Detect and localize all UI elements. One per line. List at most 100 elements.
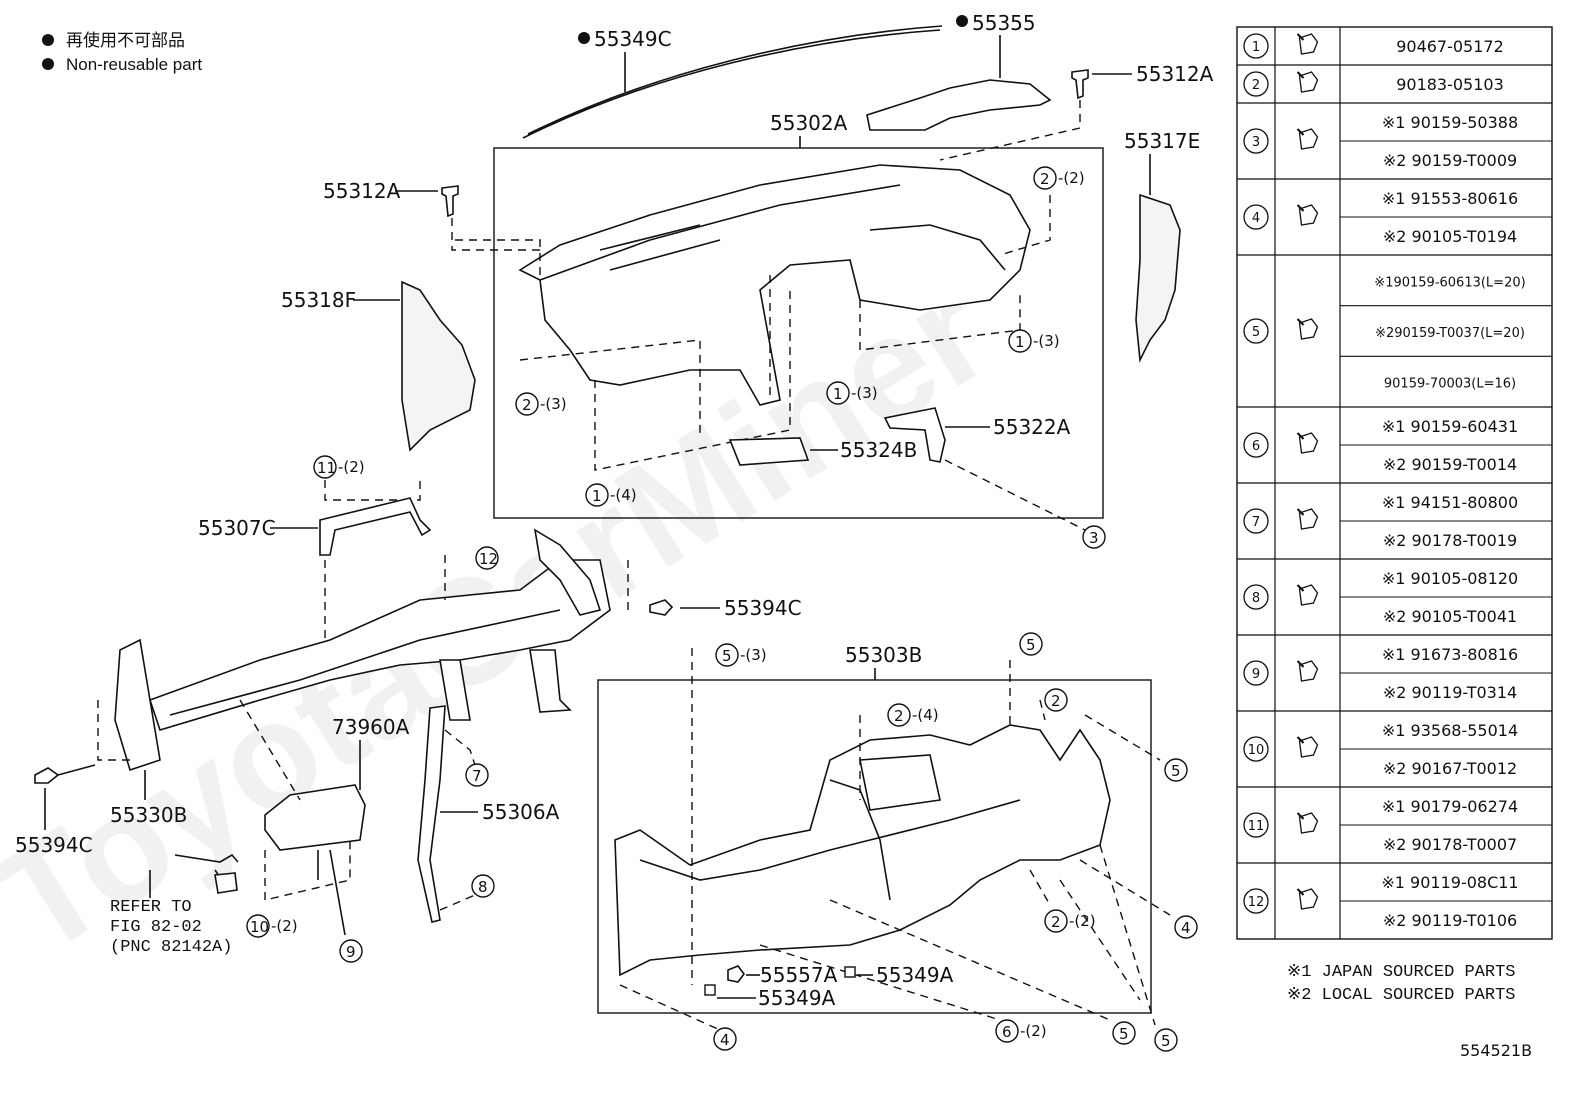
module-shape xyxy=(264,784,366,851)
table-row: 4※1 91553-80616※2 90105-T0194 xyxy=(1237,178,1552,246)
callout-num: 1 xyxy=(592,487,602,505)
leader-line xyxy=(317,849,346,936)
table-row: 8※1 90105-08120※2 90105-T0041 xyxy=(1237,558,1552,626)
frame-contour xyxy=(169,609,561,716)
dashed-guide xyxy=(944,459,1086,531)
panel-contour xyxy=(539,184,901,281)
row-number: 7 xyxy=(1252,515,1260,530)
callout-qty: -(3) xyxy=(740,646,767,664)
callout-num: 9 xyxy=(346,943,356,961)
fastener-icon xyxy=(1296,128,1319,150)
bolt-shape xyxy=(649,599,674,616)
callout-circle xyxy=(313,455,337,479)
row-number-circle xyxy=(1243,432,1269,458)
callout-num: 1 xyxy=(1015,333,1025,351)
fastener-icon xyxy=(1296,33,1319,55)
row-number-circle xyxy=(1243,508,1269,534)
part-code: ※1 90179-06274 xyxy=(1382,797,1518,816)
callout-qty: -(2) xyxy=(1069,912,1096,930)
row-number-circle xyxy=(1243,33,1269,59)
clip-shape xyxy=(441,185,459,218)
dashed-guide xyxy=(439,729,476,911)
connector-shape xyxy=(214,872,238,894)
part-55312A-left: 55312A xyxy=(323,179,401,203)
part-55306A: 55306A xyxy=(482,800,560,824)
callout-circle xyxy=(1033,166,1057,190)
row-number: 2 xyxy=(1252,78,1260,93)
row-number: 6 xyxy=(1252,439,1260,454)
row-number: 8 xyxy=(1252,591,1260,606)
bullet-icon xyxy=(42,58,54,70)
bullet-icon xyxy=(42,34,54,46)
legend-jp: 再使用不可部品 xyxy=(66,30,185,50)
part-code: ※290159-T0037(L=20) xyxy=(1375,326,1525,341)
callout-circle xyxy=(465,763,489,787)
instrument-panel-shape xyxy=(518,164,1031,406)
callout-circle xyxy=(1008,329,1032,353)
part-code: ※2 90167-T0012 xyxy=(1383,759,1517,778)
callout-circle xyxy=(246,914,270,938)
dashed-guide xyxy=(455,239,541,280)
dashed-guide xyxy=(939,100,1081,161)
row-number-circle xyxy=(1243,584,1269,610)
part-code: ※1 93568-55014 xyxy=(1382,721,1518,740)
part-55307C: 55307C xyxy=(198,516,276,540)
bracket-shape xyxy=(533,528,602,616)
callout-circle xyxy=(713,1027,737,1051)
fastener-icon xyxy=(1296,71,1319,93)
part-code: 90467-05172 xyxy=(1396,37,1504,56)
fastener-icon xyxy=(1296,736,1319,758)
callout-num: 11 xyxy=(317,459,336,477)
fastener-icon xyxy=(1296,584,1319,606)
dashed-guide xyxy=(519,195,1051,471)
table-row: 2 90183-05103 xyxy=(1237,64,1552,97)
part-code: ※1 91673-80816 xyxy=(1382,645,1518,664)
callout-num: 8 xyxy=(478,878,488,896)
part-55318F: 55318F xyxy=(281,288,356,312)
part-code: ※1 94151-80800 xyxy=(1382,493,1518,512)
pad-shape xyxy=(704,984,716,996)
fastener-icon xyxy=(1296,888,1319,910)
row-number-circle xyxy=(1243,71,1269,97)
callout-circle xyxy=(1174,915,1198,939)
clip-shape xyxy=(1071,69,1089,100)
part-code: ※2 90119-T0314 xyxy=(1383,683,1517,702)
part-code: 90183-05103 xyxy=(1396,75,1504,94)
row-number-circle xyxy=(1243,888,1269,914)
bracket-shape xyxy=(319,497,432,556)
callout-circle xyxy=(475,546,499,570)
callout-num: 2 xyxy=(1051,692,1061,710)
panel-contour xyxy=(639,779,1021,901)
table-row: 9※1 91673-80816※2 90119-T0314 xyxy=(1237,634,1552,702)
part-code: ※2 90105-T0194 xyxy=(1383,227,1517,246)
callout-num: 4 xyxy=(1181,919,1191,937)
row-number-circle xyxy=(1243,736,1269,762)
part-code: ※1 90119-08C11 xyxy=(1381,873,1518,892)
refer-line1: REFER TO xyxy=(110,898,192,917)
row-number: 1 xyxy=(1252,40,1260,55)
legend-en: Non-reusable part xyxy=(66,55,202,74)
part-55355: 55355 xyxy=(972,11,1036,35)
table-row: 11※1 90179-06274※2 90178-T0007 xyxy=(1237,786,1552,854)
part-code: ※2 90159-T0014 xyxy=(1383,455,1517,474)
callout-circle xyxy=(1154,1028,1178,1052)
part-55324B: 55324B xyxy=(840,438,917,462)
callout-qty: -(2) xyxy=(271,917,298,935)
row-number: 10 xyxy=(1248,743,1265,758)
part-55322A: 55322A xyxy=(993,415,1071,439)
callout-circle xyxy=(585,483,609,507)
note-local: ※2 LOCAL SOURCED PARTS xyxy=(1287,986,1515,1005)
part-55349A-a: 55349A xyxy=(758,986,836,1010)
callout-num: 4 xyxy=(720,1031,730,1049)
callout-circle xyxy=(995,1019,1019,1043)
fastener-icon xyxy=(1296,318,1319,340)
panel-contour xyxy=(869,224,1006,271)
callout-num: 2 xyxy=(894,707,904,725)
part-55349A-b: 55349A xyxy=(876,963,954,987)
pad-shape xyxy=(844,966,856,978)
brace-shape xyxy=(417,705,446,923)
row-number-circle xyxy=(1243,128,1269,154)
table-row: 1 90467-05172 xyxy=(1243,33,1504,59)
callout-num: 2 xyxy=(1051,913,1061,931)
